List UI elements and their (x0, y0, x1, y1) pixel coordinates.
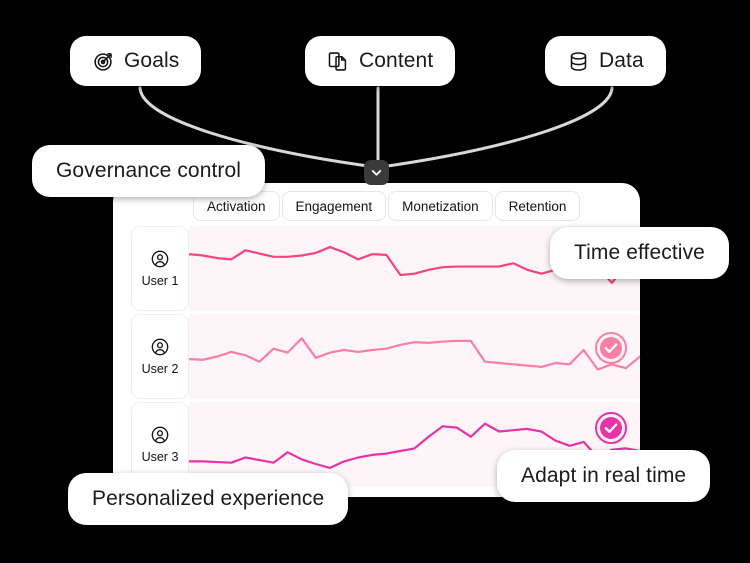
user-card-3-label: User 3 (141, 450, 179, 464)
user-circle-icon (150, 249, 170, 269)
tab-engagement[interactable]: Engagement (281, 191, 387, 221)
check-icon (595, 412, 627, 444)
tab-retention-label: Retention (508, 198, 567, 214)
pill-content-label: Content (359, 49, 434, 72)
tab-activation-label: Activation (207, 198, 266, 214)
user-card-2-label: User 2 (141, 362, 179, 376)
user-card-2[interactable]: User 2 (131, 314, 189, 399)
sparkline-user-2 (189, 314, 640, 399)
user-card-3[interactable]: User 3 (131, 402, 189, 487)
chevron-down-button[interactable] (364, 160, 389, 185)
connector-data (379, 86, 614, 169)
callout-adapt-real-time[interactable]: Adapt in real time (497, 450, 711, 502)
callout-personalized-experience[interactable]: Personalized experience (68, 473, 349, 525)
tab-retention[interactable]: Retention (494, 191, 581, 221)
pill-goals[interactable]: Goals (70, 36, 202, 86)
callout-governance-label: Governance control (56, 159, 242, 182)
callout-governance-control[interactable]: Governance control (32, 145, 266, 197)
callout-time-label: Time effective (574, 241, 705, 264)
check-icon (595, 332, 627, 364)
tab-engagement-label: Engagement (295, 198, 373, 214)
dashboard-panel: Activation Engagement Monetization Reten… (113, 183, 640, 497)
pill-content[interactable]: Content (305, 36, 456, 86)
sparkline-path (189, 338, 640, 369)
callout-time-effective[interactable]: Time effective (550, 227, 729, 279)
user-card-1[interactable]: User 1 (131, 226, 189, 311)
table-row: User 2 (113, 314, 640, 399)
copy-documents-icon (327, 50, 350, 73)
tab-monetization-label: Monetization (402, 198, 479, 214)
database-icon (567, 50, 590, 73)
pill-data[interactable]: Data (545, 36, 666, 86)
check-badge-user3[interactable] (595, 412, 627, 444)
callout-adapt-label: Adapt in real time (521, 464, 687, 487)
pill-goals-label: Goals (124, 49, 180, 72)
user-card-1-label: User 1 (141, 274, 179, 288)
sparkline-path (189, 424, 640, 468)
tab-monetization[interactable]: Monetization (388, 191, 493, 221)
callout-personalized-label: Personalized experience (92, 487, 325, 510)
check-badge-user2[interactable] (595, 332, 627, 364)
chevron-down-icon (371, 170, 382, 176)
pill-data-label: Data (599, 49, 644, 72)
user-circle-icon (150, 337, 170, 357)
user-circle-icon (150, 425, 170, 445)
target-icon (92, 50, 115, 73)
